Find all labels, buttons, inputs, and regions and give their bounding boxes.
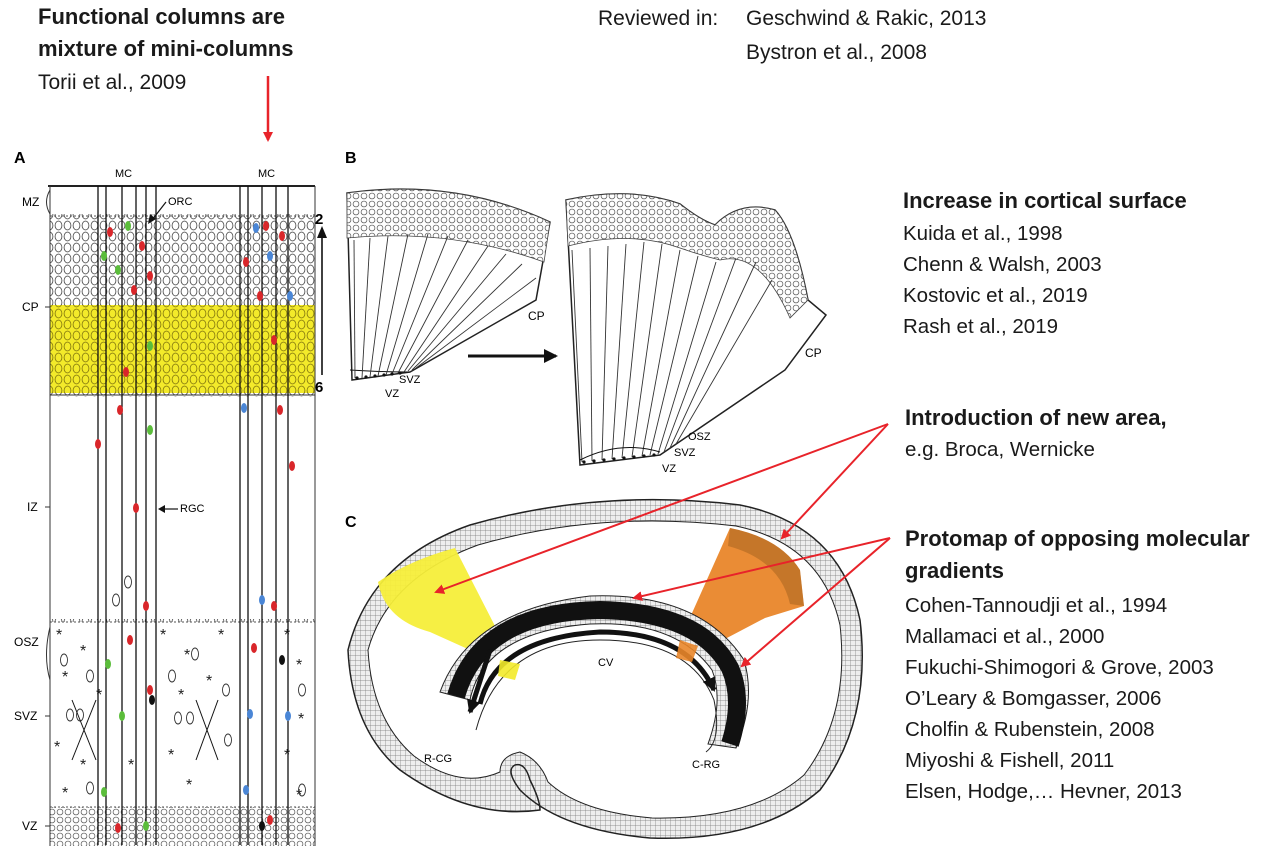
crg-label: C-RG [692,759,720,771]
svg-text:*: * [62,669,68,686]
panel-b-letter: B [345,150,357,167]
layer-bottom-label: 6 [315,379,323,396]
panel-c-letter: C [345,514,357,531]
svg-text:*: * [56,627,62,644]
b-right-osz: OSZ [688,431,711,443]
panel-a-letter: A [14,150,26,167]
cv-label: CV [598,657,614,669]
b-left-cp: CP [528,309,545,323]
svg-text:*: * [168,747,174,764]
svg-text:*: * [218,627,224,644]
zone-label: OSZ [14,635,39,649]
svg-text:*: * [298,711,304,728]
zone-label: CP [22,300,39,314]
svg-text:*: * [54,739,60,756]
orc-label: ORC [168,196,193,208]
b-left-svz: SVZ [399,374,421,386]
svg-text:*: * [184,647,190,664]
svg-text:*: * [128,757,134,774]
svg-text:*: * [186,777,192,794]
b-left-vz: VZ [385,388,399,400]
svg-text:*: * [96,687,102,704]
svg-text:*: * [284,747,290,764]
panel-c: C CV R-CG C-RG [345,500,862,839]
svg-text:*: * [296,657,302,674]
rgc-label: RGC [180,503,205,515]
svg-text:*: * [80,643,86,660]
b-right-cp: CP [805,346,822,360]
svg-text:*: * [160,627,166,644]
svg-text:*: * [62,785,68,802]
panel-a: A MC MC **** **** **** **** **** [14,150,327,846]
mc-label-left: MC [115,168,132,180]
rcg-label: R-CG [424,753,452,765]
zone-label: SVZ [14,709,37,723]
zone-label: VZ [22,819,37,833]
layer-top-label: 2 [315,211,323,228]
b-right-vz: VZ [662,463,676,475]
svg-text:*: * [284,627,290,644]
panel-b: B CP SVZ VZ [345,150,826,475]
b-right-svz: SVZ [674,447,696,459]
zone-label: IZ [27,500,38,514]
svg-text:*: * [80,757,86,774]
svg-text:*: * [206,673,212,690]
svg-text:*: * [178,687,184,704]
mc-label-right: MC [258,168,275,180]
zone-label: MZ [22,195,39,209]
